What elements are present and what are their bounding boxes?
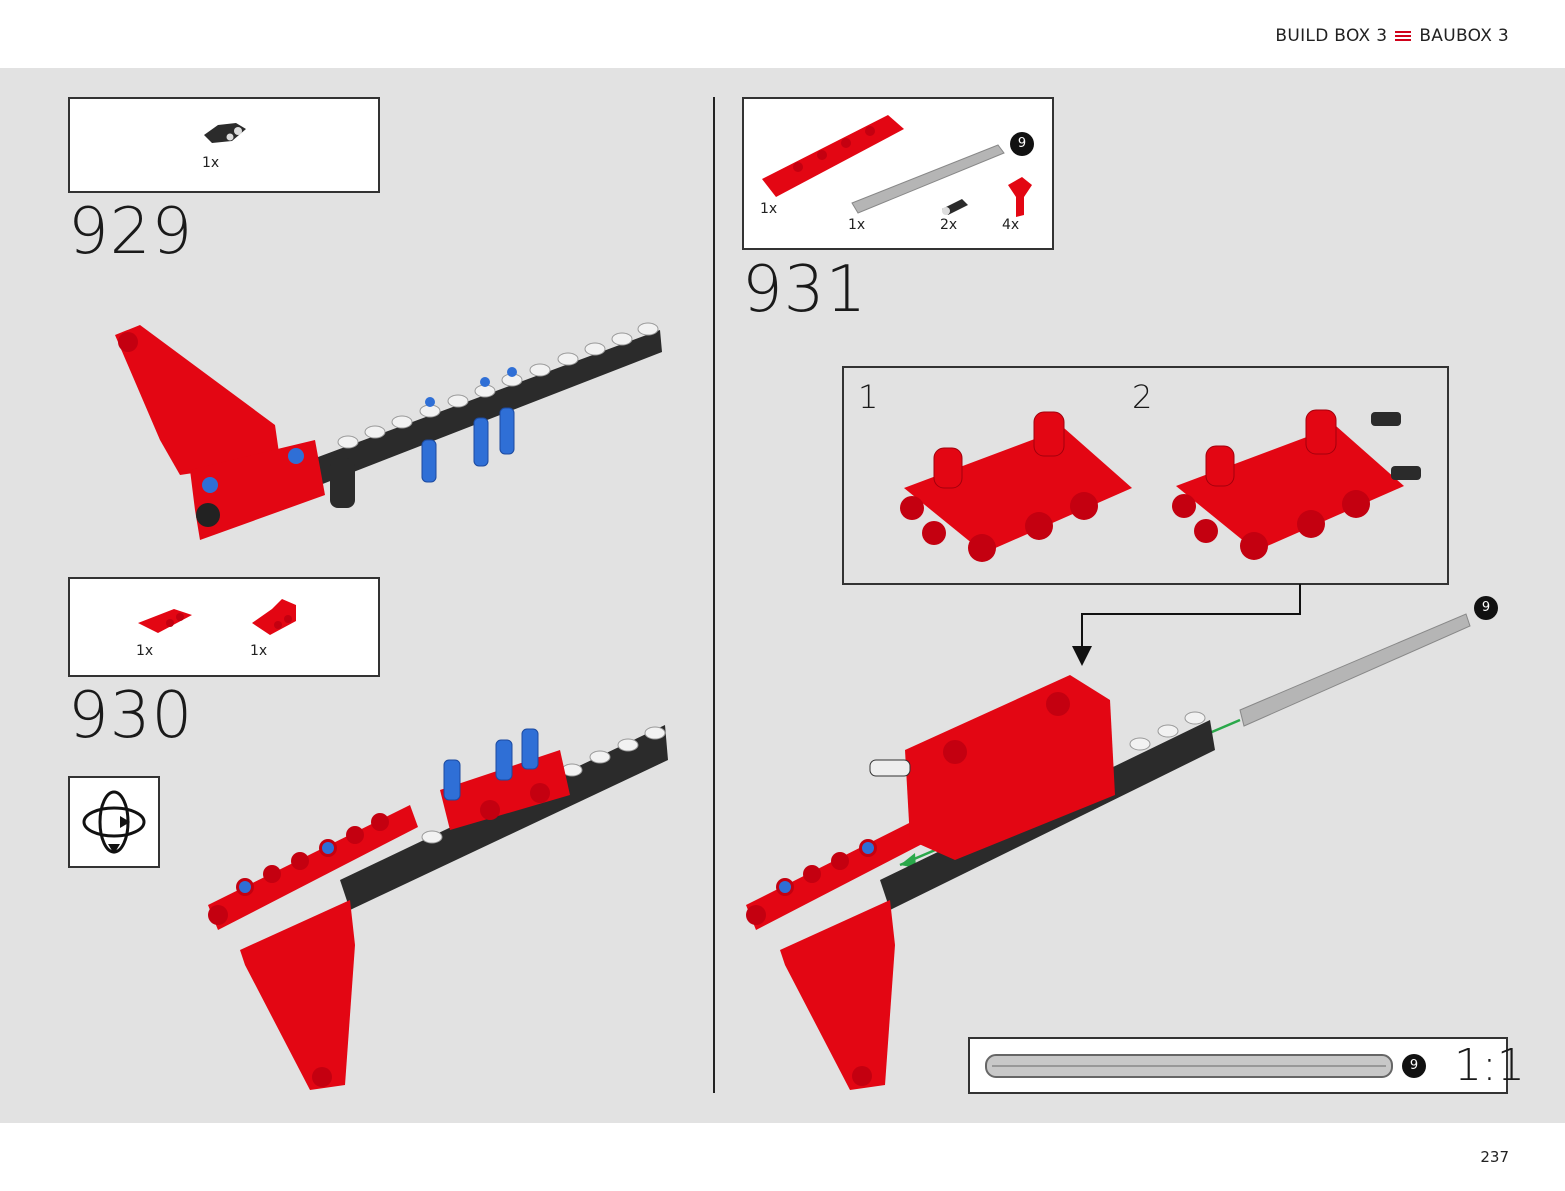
- part-qty: 1x: [848, 217, 866, 233]
- axle-scale-box: 9 1:1: [968, 1037, 1525, 1094]
- header-title-right: BAUBOX 3: [1419, 26, 1509, 46]
- part-qty: 4x: [1002, 217, 1020, 233]
- sub-assembly-1-illustration: [900, 411, 1132, 562]
- part-qty: 2x: [940, 217, 958, 233]
- scale-length-badge: 9: [1402, 1054, 1426, 1078]
- part-qty: 1x: [760, 201, 778, 217]
- rotate-model-icon: [82, 790, 146, 854]
- red-pin-part-icon: [1008, 177, 1032, 217]
- assembly-929-illustration: [115, 322, 662, 540]
- step-number-929: 929: [68, 195, 194, 269]
- black-connector-part-icon: [204, 123, 246, 143]
- parts-callout-931: 1x 1x 9 2x 4x: [742, 97, 1054, 250]
- sub-assembly-arrow: [1072, 584, 1301, 666]
- part-qty: 1x: [250, 643, 268, 659]
- parts-callout-929: 1x: [68, 97, 380, 193]
- red-connector-part-icon: [138, 609, 192, 633]
- column-divider: [713, 97, 715, 1093]
- grey-axle-part-icon: [851, 144, 1005, 214]
- axle-length-badge: 9: [1474, 596, 1498, 620]
- part-length-badge: 9: [1010, 132, 1034, 156]
- step-number-931: 931: [742, 253, 868, 327]
- part-qty: 1x: [202, 155, 220, 171]
- sub-assembly-box: 1 2: [842, 366, 1449, 585]
- step-number-930: 930: [68, 679, 194, 753]
- assembly-931-illustration: [746, 613, 1471, 1090]
- header-title: BUILD BOX 3 BAUBOX 3: [1275, 26, 1509, 46]
- axle-1to1-icon: [985, 1054, 1393, 1078]
- scale-label: 1:1: [1454, 1040, 1525, 1091]
- sub-step-label-2: 2: [1132, 378, 1153, 416]
- black-pin-part-icon: [942, 199, 968, 215]
- page-header: BUILD BOX 3 BAUBOX 3: [0, 0, 1565, 68]
- assembly-930-illustration: [208, 725, 668, 1090]
- sub-assembly-2-illustration: [1172, 409, 1421, 560]
- red-cross-block-part-icon: [252, 599, 296, 635]
- rotate-model-callout: [68, 776, 160, 868]
- sub-step-label-1: 1: [858, 378, 879, 416]
- header-title-left: BUILD BOX 3: [1275, 26, 1388, 46]
- separator-icon: [1395, 30, 1412, 42]
- red-beam-part-icon: [762, 115, 904, 197]
- page-number: 237: [1480, 1148, 1509, 1166]
- part-qty: 1x: [136, 643, 154, 659]
- parts-callout-930: 1x 1x: [68, 577, 380, 677]
